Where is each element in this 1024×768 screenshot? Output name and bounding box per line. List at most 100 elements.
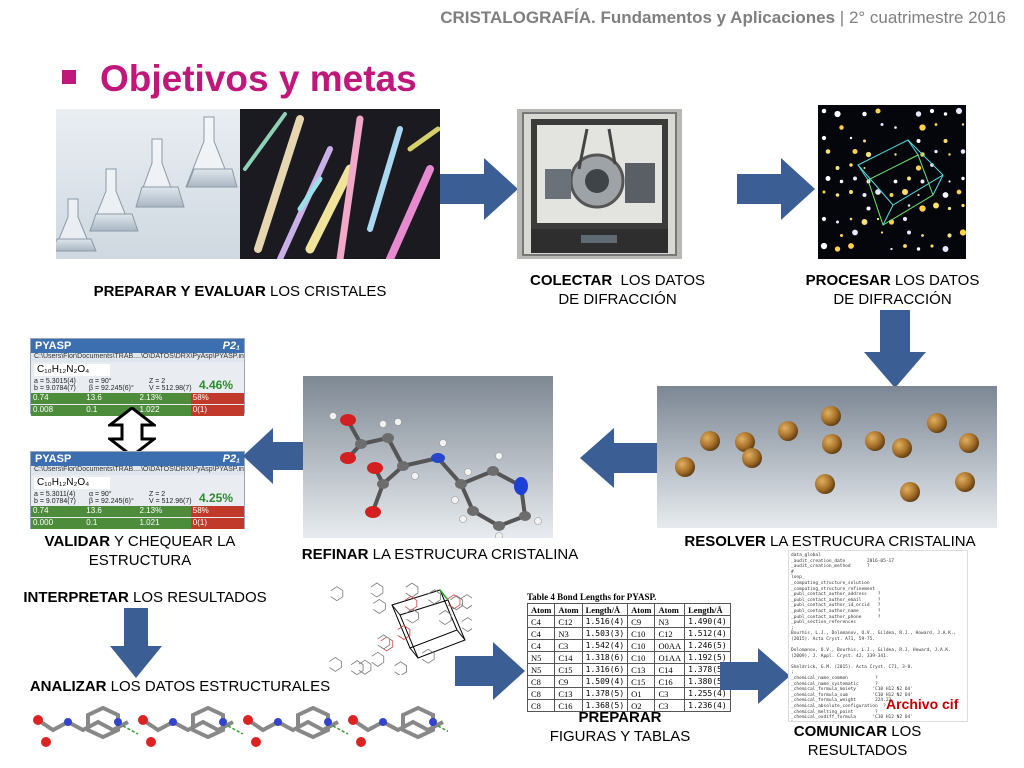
table-cell: 1.542(4) xyxy=(581,639,629,652)
table-cell: 1.490(4) xyxy=(684,615,731,628)
pyasp-top-goof: 1.022 xyxy=(137,405,191,416)
pyridine-ring xyxy=(191,705,225,740)
diffraction-spot xyxy=(959,229,966,236)
oxygen-atom xyxy=(356,737,366,747)
packing-molecule xyxy=(380,636,394,652)
nitrogen-atom xyxy=(274,718,282,726)
table-cell: C4 xyxy=(526,627,556,640)
packing-molecule xyxy=(405,582,419,598)
label-archivo-cif: Archivo cif xyxy=(886,696,959,712)
table-cell: C9 xyxy=(627,615,656,628)
table-cell: C4 xyxy=(526,639,556,652)
diffraction-spot xyxy=(861,219,868,225)
diffraction-spot xyxy=(943,138,948,144)
diffraction-spot xyxy=(917,193,920,197)
pyasp-top-cell-param: β = 92.245(6)° xyxy=(89,385,134,392)
diffraction-spot xyxy=(947,233,952,238)
table-cell: O2 xyxy=(627,699,656,712)
diffraction-spot xyxy=(876,217,880,221)
double-arrow-vertical-icon xyxy=(108,407,156,457)
packing-molecule xyxy=(377,634,391,650)
diffraction-spot xyxy=(862,111,867,117)
square-bullet-icon xyxy=(62,70,76,85)
hydrogen-bond xyxy=(437,725,448,733)
pyasp-bottom-cell-param: β = 92.245(6)° xyxy=(89,498,134,505)
pyasp-top-complete: 58% xyxy=(190,393,244,404)
table-cell: C8 xyxy=(526,687,556,700)
pyasp-bottom-isigma: 13.6 xyxy=(84,506,138,517)
diffraction-spot xyxy=(835,166,840,170)
diffraction-spot xyxy=(920,179,925,184)
pyasp-bottom-shift: 0.000 xyxy=(31,518,85,529)
packing-molecule xyxy=(447,594,461,610)
table-cell: C8 xyxy=(526,699,556,712)
table-cell: C3 xyxy=(554,639,583,652)
diffraction-spot xyxy=(865,151,872,158)
packing-molecule xyxy=(421,648,435,664)
diffraction-spot xyxy=(947,206,952,211)
table-cell: C4 xyxy=(526,615,556,628)
packing-molecule xyxy=(450,595,463,611)
table-cell: O1AA xyxy=(654,651,686,664)
diffraction-spot xyxy=(835,220,840,224)
diffraction-spot xyxy=(863,139,866,143)
hydrogen-bond xyxy=(332,725,349,735)
diffraction-spot xyxy=(821,216,827,222)
diffraction-spot xyxy=(916,247,921,251)
packing-molecule xyxy=(438,610,452,626)
pyasp-top-r-value: 4.46% xyxy=(199,378,234,392)
pyasp-top-cell-c: Z = 2 V = 512.98(7) xyxy=(149,378,199,392)
diffraction-spot xyxy=(880,122,884,127)
diffraction-spot xyxy=(960,149,966,154)
nitrogen-atom xyxy=(169,718,177,726)
label-colectar-line2: DE DIFRACCIÓN xyxy=(558,291,677,308)
pyasp-bottom-path: C:\Users\Flor\Documents\TRAB....\O\DATOS… xyxy=(31,466,244,475)
diffraction-spot xyxy=(961,203,965,208)
table-cell: C16 xyxy=(654,675,686,688)
diffraction-spot xyxy=(919,205,926,212)
slide-title-text: Objetivos y metas xyxy=(100,58,417,99)
arrow-right-2-icon xyxy=(737,158,815,220)
pyasp-top-cell-a: a = 5.3015(4) b = 9.0784(7) xyxy=(34,378,89,392)
slide-title: Objetivos y metas xyxy=(62,58,417,100)
table-cell: N3 xyxy=(654,615,686,628)
chain-bonds xyxy=(246,718,339,733)
diffraction-spot xyxy=(907,204,911,207)
diffraction-spot xyxy=(916,139,921,143)
nitrogen-atom xyxy=(379,718,387,726)
packing-molecule xyxy=(350,660,364,675)
table-cell: N3 xyxy=(554,627,583,640)
bond-table-header: Length/Å xyxy=(581,603,629,616)
nitrogen-atom xyxy=(64,718,72,726)
packing-molecule xyxy=(460,594,472,610)
packing-molecule xyxy=(404,595,418,611)
oxygen-atom xyxy=(348,715,358,725)
pyasp-top-cell-param: Z = 2 xyxy=(149,378,166,385)
diffraction-spot xyxy=(839,125,844,130)
table-cell: C10 xyxy=(627,651,656,664)
nitrogen-atom xyxy=(219,718,227,726)
oxygen-atom xyxy=(146,737,156,747)
diffraction-spot xyxy=(875,189,881,195)
table-cell: 1.318(6) xyxy=(581,651,629,664)
label-analizar: ANALIZAR LOS DATOS ESTRUCTURALES xyxy=(10,677,350,696)
table-cell: 1.509(4) xyxy=(581,675,629,688)
diffraction-spot xyxy=(822,190,826,194)
packing-molecule xyxy=(358,659,372,675)
label-validar: VALIDAR Y CHEQUEAR LA ESTRUCTURA xyxy=(20,532,260,570)
pyasp-bottom-r-value: 4.25% xyxy=(199,491,234,505)
diffraction-spot xyxy=(906,230,912,235)
diffraction-spot xyxy=(933,202,939,209)
diffraction-spot xyxy=(929,108,935,114)
diffraction-spot xyxy=(853,176,857,181)
oxygen-atom xyxy=(41,737,51,747)
label-resolver-rest: LA ESTRUCURA CRISTALINA xyxy=(765,533,976,550)
bond-table-caption: Table 4 Bond Lengths for PYASP. xyxy=(527,592,657,602)
table-cell: 1.503(3) xyxy=(581,627,629,640)
diffraction-spot xyxy=(849,136,853,140)
table-cell: C3 xyxy=(654,687,686,700)
diffraction-spot xyxy=(919,124,926,131)
